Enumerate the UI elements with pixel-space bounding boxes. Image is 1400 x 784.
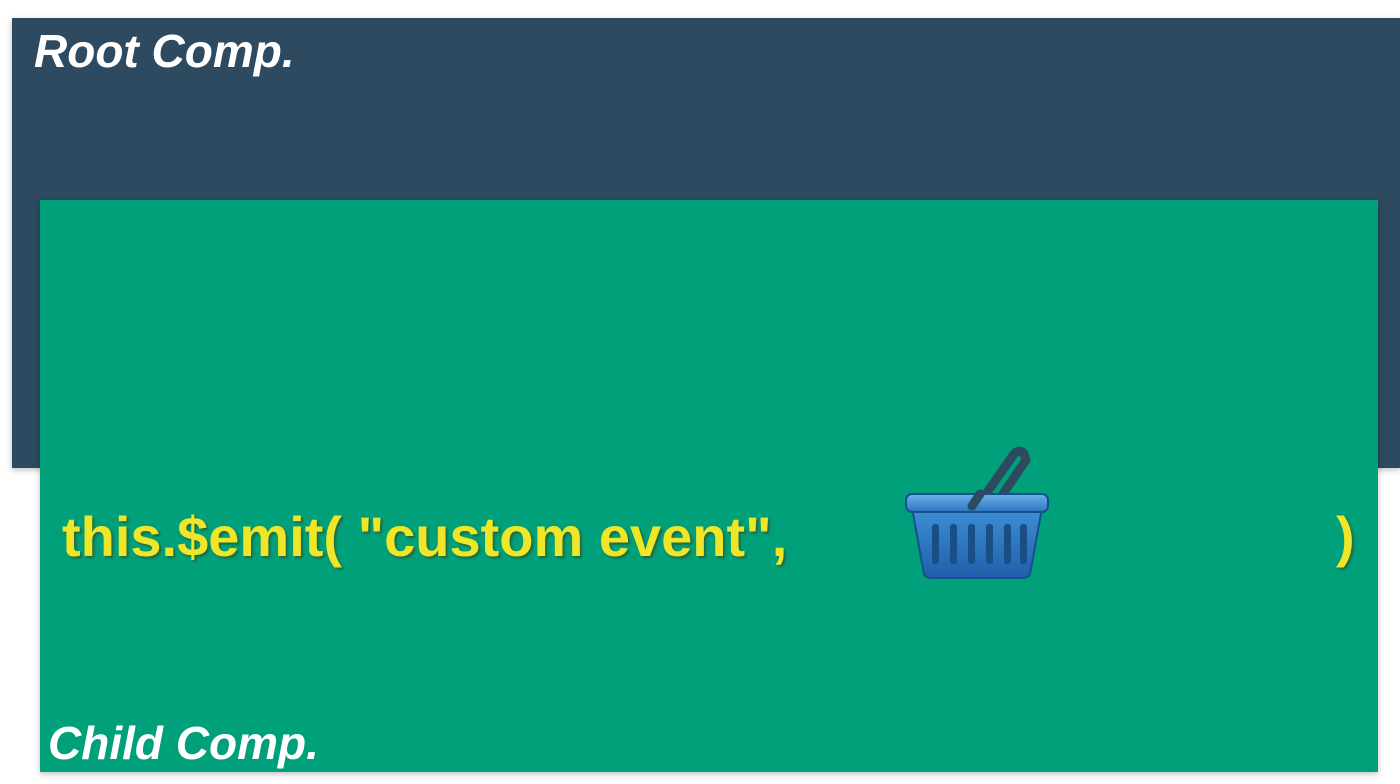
emit-closing-paren: ) xyxy=(1336,505,1355,568)
shopping-basket-icon xyxy=(905,446,1049,579)
child-component-box: this.$emit( "custom event", xyxy=(40,200,1378,772)
root-component-title: Root Comp. xyxy=(34,25,295,77)
emit-call-text: this.$emit( "custom event", xyxy=(62,505,788,568)
child-component-title: Child Comp. xyxy=(48,717,319,769)
